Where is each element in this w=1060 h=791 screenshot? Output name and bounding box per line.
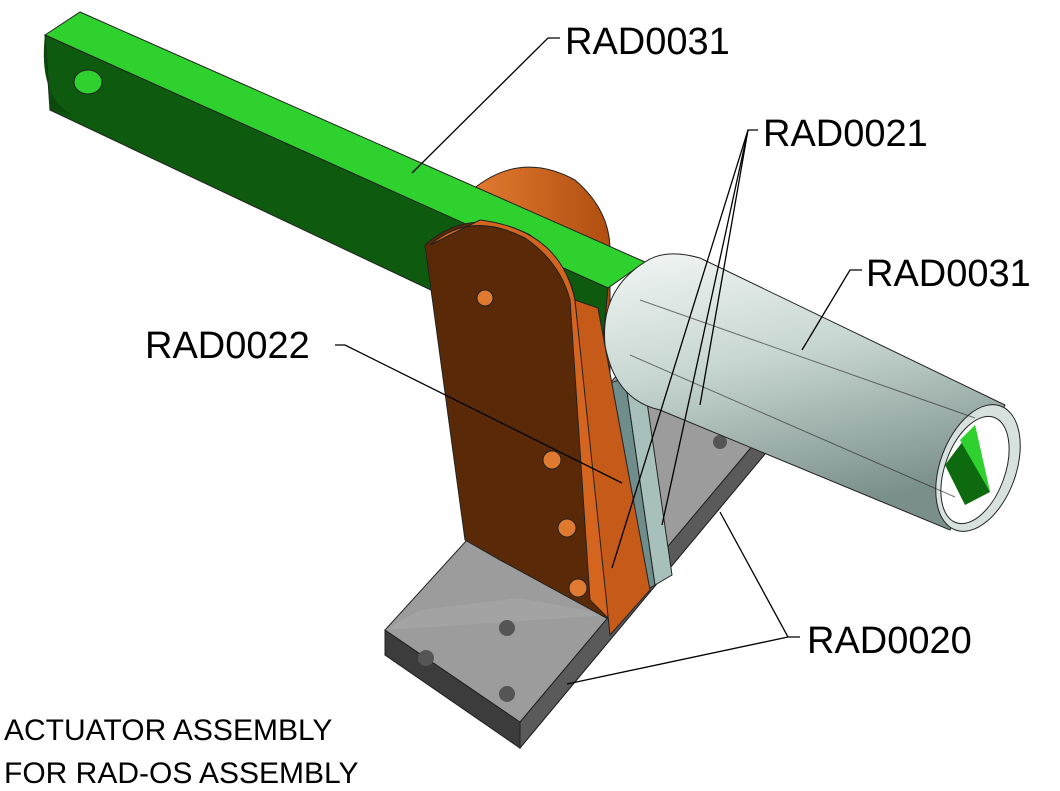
leader-lines bbox=[335, 37, 862, 685]
arm-hole bbox=[73, 69, 103, 95]
base-hole bbox=[713, 435, 727, 449]
base-hole bbox=[499, 686, 515, 702]
bracket-hole bbox=[557, 518, 577, 538]
front-bracket bbox=[424, 219, 651, 637]
label-center-plate: RAD0022 bbox=[145, 325, 310, 367]
caption-line-1: ACTUATOR ASSEMBLY bbox=[4, 714, 332, 747]
label-arm-top: RAD0031 bbox=[565, 21, 730, 63]
bracket-hole bbox=[542, 450, 562, 470]
label-tube: RAD0031 bbox=[866, 253, 1031, 295]
base-hole bbox=[499, 620, 515, 636]
tube bbox=[604, 253, 1021, 532]
bracket-hole bbox=[568, 578, 588, 598]
bracket-hole bbox=[476, 289, 494, 307]
label-base: RAD0020 bbox=[807, 620, 972, 662]
base-hole bbox=[418, 650, 434, 666]
label-side-plates: RAD0021 bbox=[763, 113, 928, 155]
caption-line-2: FOR RAD-OS ASSEMBLY bbox=[4, 757, 359, 790]
